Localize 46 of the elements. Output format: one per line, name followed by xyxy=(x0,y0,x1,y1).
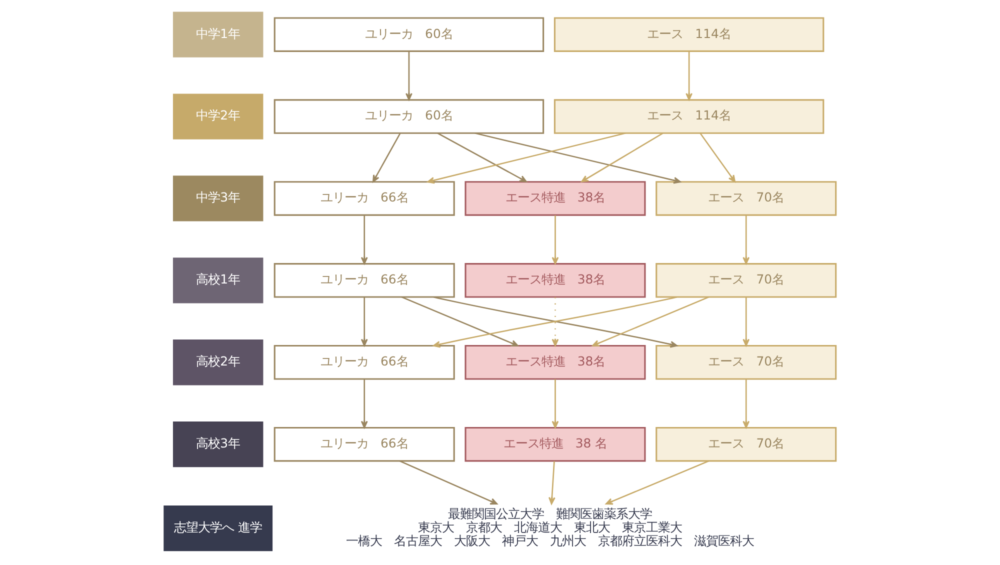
node-box: 志望大学へ 進学 xyxy=(164,506,273,552)
node-box: エース 114名 xyxy=(554,17,824,52)
node-box: エース 70名 xyxy=(656,345,837,380)
arrow xyxy=(360,297,368,346)
node-box: 高校3年 xyxy=(172,422,264,468)
node-box: ユリーカ 66名 xyxy=(274,345,455,380)
node-text: 最難関国公立大学 難関医歯薬系大学 東京大 京都大 北海道大 東北大 東京工業大 一橋大 名古屋大 大阪大 神戸大 九州大 京都府立医科大 滋賀医科大 xyxy=(346,506,754,548)
arrow xyxy=(552,297,559,346)
arrow xyxy=(552,215,559,264)
arrow xyxy=(360,215,368,264)
arrow xyxy=(592,296,710,346)
node-box: エース特進 38名 xyxy=(464,345,646,380)
arrow xyxy=(401,296,518,346)
node-box: エース特進 38 名 xyxy=(464,426,646,462)
arrow xyxy=(742,379,750,428)
arrow xyxy=(399,460,498,505)
node-box: 中学2年 xyxy=(172,94,264,140)
arrow xyxy=(360,379,368,428)
node-box: ユリーカ 60名 xyxy=(274,99,544,134)
node-box: 中学1年 xyxy=(172,12,264,58)
node-box: 中学3年 xyxy=(172,176,264,222)
node-box: ユリーカ 60名 xyxy=(274,17,544,52)
arrow xyxy=(427,132,626,184)
node-box: エース 70名 xyxy=(656,181,837,216)
node-box: ユリーカ 66名 xyxy=(274,263,455,298)
arrow xyxy=(742,215,750,264)
arrow xyxy=(581,132,664,182)
arrow xyxy=(700,132,736,182)
node-box: エース 114名 xyxy=(554,99,824,134)
node-box: ユリーカ 66名 xyxy=(274,181,455,216)
arrow xyxy=(372,133,401,182)
arrow xyxy=(437,132,527,182)
node-box: エース 70名 xyxy=(656,426,837,462)
arrow xyxy=(742,297,750,346)
arrow xyxy=(474,132,681,184)
arrow xyxy=(406,51,412,100)
node-box: エース特進 38名 xyxy=(464,263,646,298)
arrow xyxy=(606,460,710,505)
node-box: ユリーカ 66名 xyxy=(274,426,455,462)
arrow xyxy=(686,51,693,100)
node-box: 高校1年 xyxy=(172,258,264,304)
node-box: エース 70名 xyxy=(656,263,837,298)
node-box: エース特進 38名 xyxy=(464,181,646,216)
arrow xyxy=(548,461,556,504)
node-box: 高校2年 xyxy=(172,340,264,386)
arrow xyxy=(552,379,559,428)
